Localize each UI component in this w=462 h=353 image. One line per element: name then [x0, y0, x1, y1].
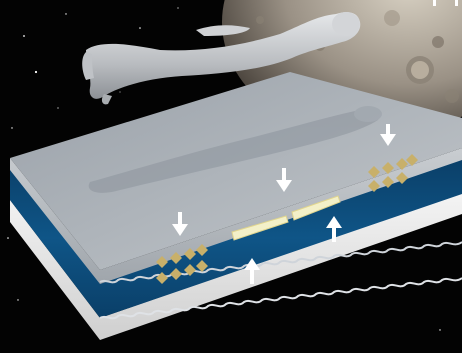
illustration-canvas — [0, 0, 462, 353]
mattress-scene — [0, 0, 462, 353]
